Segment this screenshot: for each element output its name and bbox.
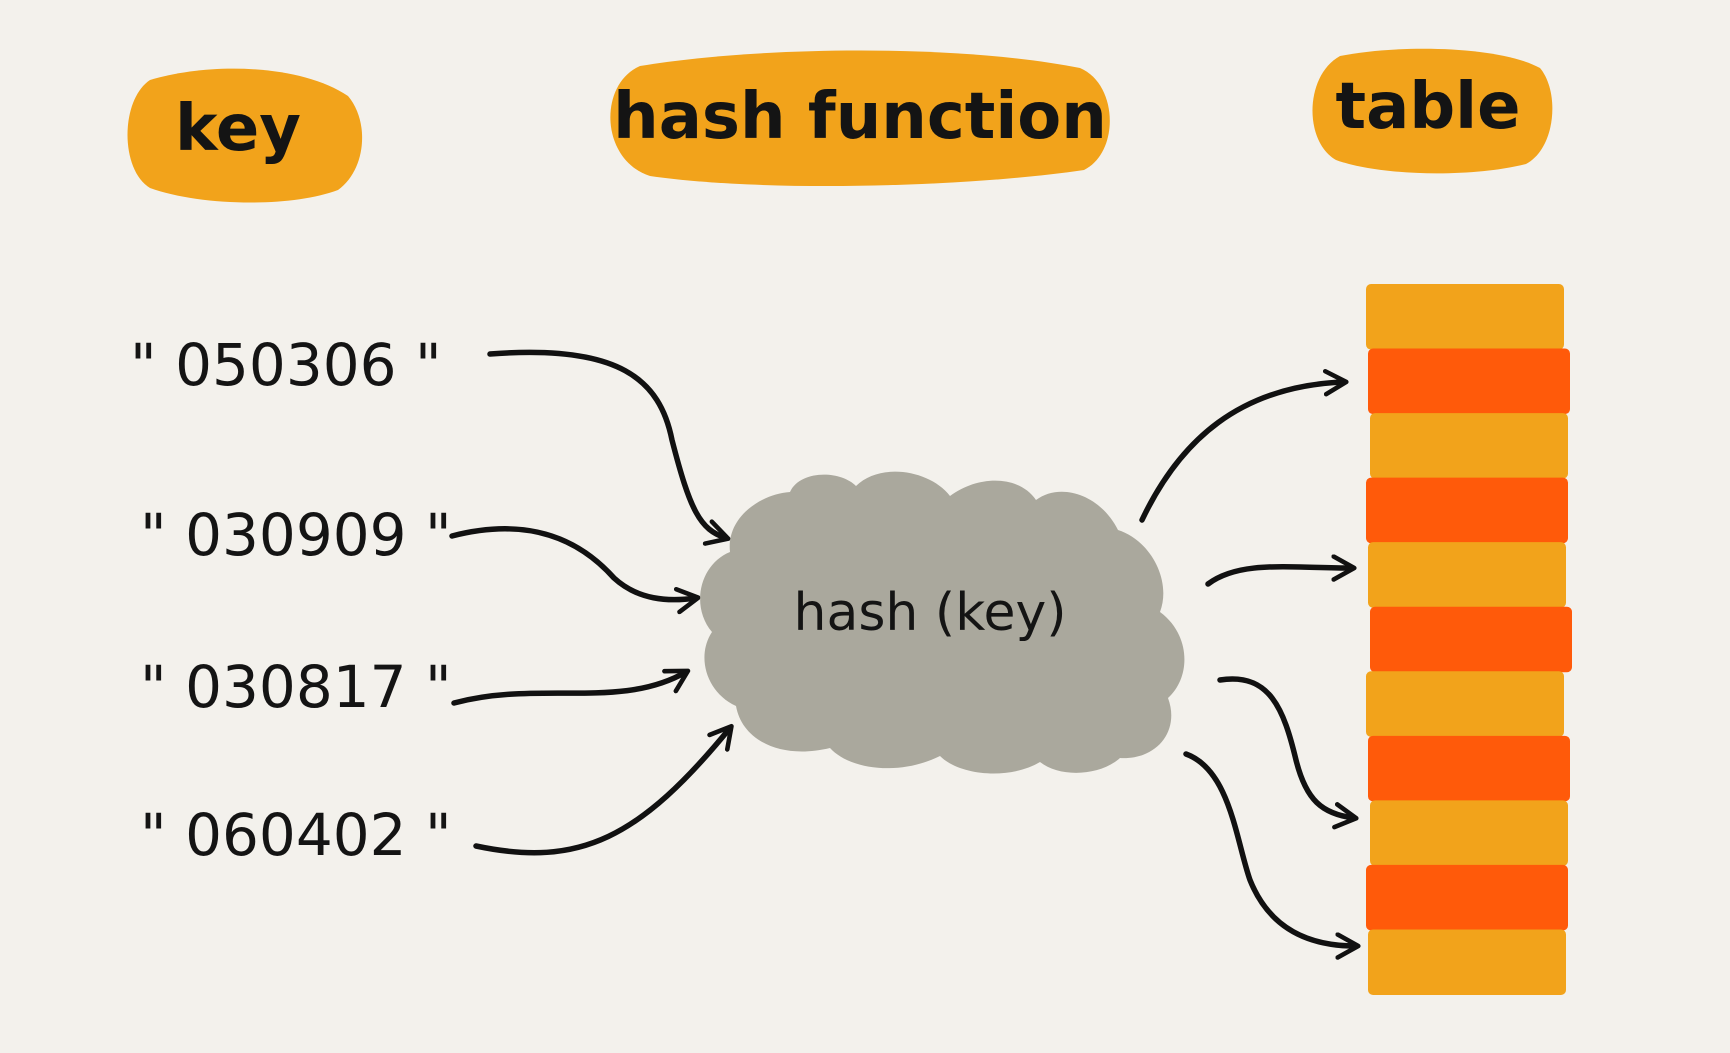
- hash-function-cloud: hash (key): [700, 471, 1185, 774]
- table-slot: [1368, 348, 1570, 415]
- header-hash-function-blob: [610, 50, 1110, 187]
- hash-function-label: hash (key): [794, 583, 1067, 643]
- table-slot: [1366, 671, 1564, 737]
- arrow-key-to-hash: [487, 349, 731, 546]
- header-key-label: key: [175, 92, 301, 166]
- hash-table: [1366, 284, 1572, 995]
- arrow-hash-to-table: [1183, 751, 1361, 960]
- header-table-blob: [1312, 48, 1553, 174]
- header-key: key: [127, 68, 363, 203]
- table-slot: [1370, 800, 1568, 866]
- arrow-key-to-hash: [451, 668, 691, 706]
- arrow-hash-to-table: [1217, 676, 1359, 830]
- arrow-key-to-hash: [473, 723, 734, 856]
- header-key-blob: [127, 68, 363, 203]
- key-item: " 030817 ": [140, 653, 452, 721]
- arrow-hash-to-table: [1205, 554, 1357, 587]
- key-item: " 060402 ": [140, 801, 452, 869]
- key-item: " 030909 ": [140, 501, 452, 569]
- key-list: " 050306 " " 030909 " " 030817 " " 06040…: [130, 331, 452, 869]
- key-item: " 050306 ": [130, 331, 442, 399]
- arrow-hash-to-table: [1139, 368, 1349, 523]
- header-hash-function-label: hash function: [613, 80, 1107, 154]
- table-slot: [1368, 542, 1566, 608]
- arrow-key-to-hash: [449, 526, 701, 615]
- cloud-shape: [700, 471, 1185, 774]
- table-slot: [1370, 606, 1572, 673]
- table-slot: [1370, 413, 1568, 479]
- table-slot: [1366, 864, 1568, 931]
- header-hash-function: hash function: [610, 50, 1110, 187]
- table-arrows: [1139, 368, 1361, 960]
- table-slot: [1366, 477, 1568, 544]
- key-arrows: [449, 349, 734, 856]
- header-table-label: table: [1336, 70, 1521, 144]
- header-table: table: [1312, 48, 1553, 174]
- table-slot: [1366, 284, 1564, 350]
- table-slot: [1368, 735, 1570, 802]
- table-slot: [1368, 929, 1566, 995]
